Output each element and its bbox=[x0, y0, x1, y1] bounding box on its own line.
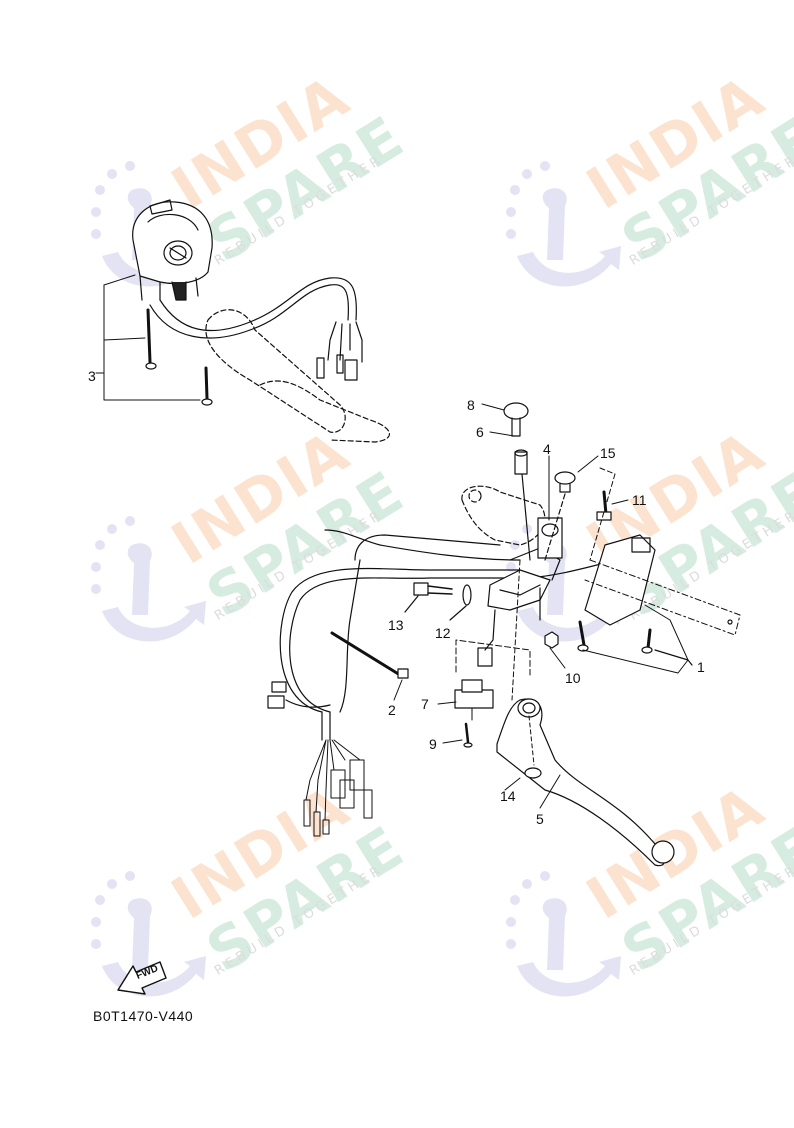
callout-15: 15 bbox=[600, 445, 616, 461]
callout-3: 3 bbox=[88, 368, 96, 384]
callout-5: 5 bbox=[536, 811, 544, 827]
hardware-13-12 bbox=[404, 582, 472, 621]
side-connector bbox=[267, 681, 331, 709]
callout-11: 11 bbox=[632, 492, 647, 508]
fwd-arrow-icon bbox=[117, 961, 167, 995]
left-switch-harness bbox=[149, 277, 363, 381]
lever-holder-dashed bbox=[461, 485, 546, 546]
switch-cover-1 bbox=[577, 534, 741, 674]
clutch-lever-5 bbox=[496, 559, 675, 867]
clutch-switch-bracket bbox=[477, 517, 563, 667]
callout-9: 9 bbox=[429, 736, 437, 752]
nut-10 bbox=[544, 631, 566, 669]
callout-13: 13 bbox=[388, 617, 404, 633]
callout-8: 8 bbox=[467, 397, 475, 413]
callout-1: 1 bbox=[697, 659, 705, 675]
callout-3-bracket bbox=[95, 274, 201, 401]
callout-14: 14 bbox=[500, 788, 516, 804]
hardware-8-6-15-11 bbox=[503, 402, 616, 561]
drawing-code: B0T1470-V440 bbox=[93, 1008, 194, 1024]
left-handlebar-switch bbox=[132, 199, 213, 301]
cable-tie bbox=[330, 631, 409, 701]
callout-6: 6 bbox=[476, 424, 484, 440]
callout-2: 2 bbox=[388, 702, 396, 718]
left-switch-screws bbox=[145, 308, 213, 406]
callout-12: 12 bbox=[435, 625, 451, 641]
callout-10: 10 bbox=[565, 670, 581, 686]
callout-leaders bbox=[481, 403, 629, 521]
wire-leads bbox=[303, 739, 373, 837]
main-harness bbox=[279, 529, 651, 741]
clutch-switch-7 bbox=[437, 639, 531, 748]
handlebar-grip-dashed bbox=[205, 309, 390, 443]
callout-7: 7 bbox=[421, 696, 429, 712]
callout-4: 4 bbox=[543, 441, 551, 457]
